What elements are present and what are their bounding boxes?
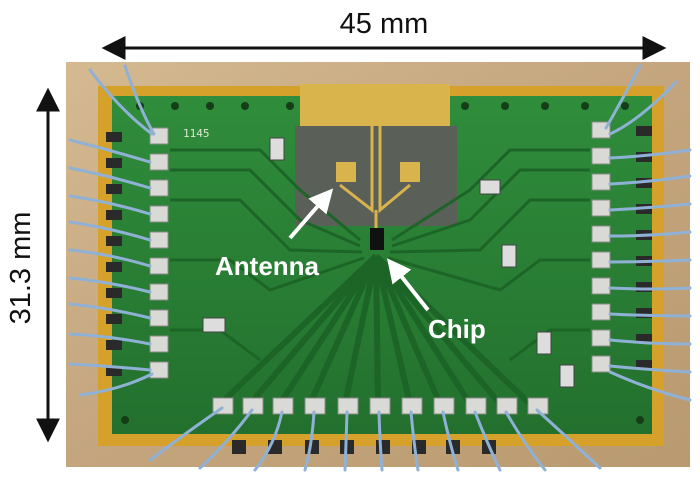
left-edge-connectors bbox=[106, 132, 122, 376]
height-dimension-label: 31.3 mm bbox=[5, 212, 37, 325]
board-marking: 1145 bbox=[183, 127, 210, 140]
width-dimension-label: 45 mm bbox=[340, 8, 429, 40]
chip-label: Chip bbox=[428, 314, 486, 344]
antenna-feed-gold bbox=[300, 84, 450, 126]
smd-components bbox=[202, 137, 575, 388]
antenna-patch-right bbox=[400, 162, 420, 182]
antenna-patch-left bbox=[336, 162, 356, 182]
bottom-pads bbox=[212, 397, 549, 415]
mounting-holes bbox=[121, 102, 644, 424]
blue-wires bbox=[68, 64, 692, 472]
chip-callout-arrow bbox=[387, 258, 430, 312]
antenna-label: Antenna bbox=[215, 251, 320, 281]
chip bbox=[370, 228, 384, 250]
antenna-callout-arrow bbox=[288, 188, 334, 240]
right-pads bbox=[591, 121, 611, 373]
